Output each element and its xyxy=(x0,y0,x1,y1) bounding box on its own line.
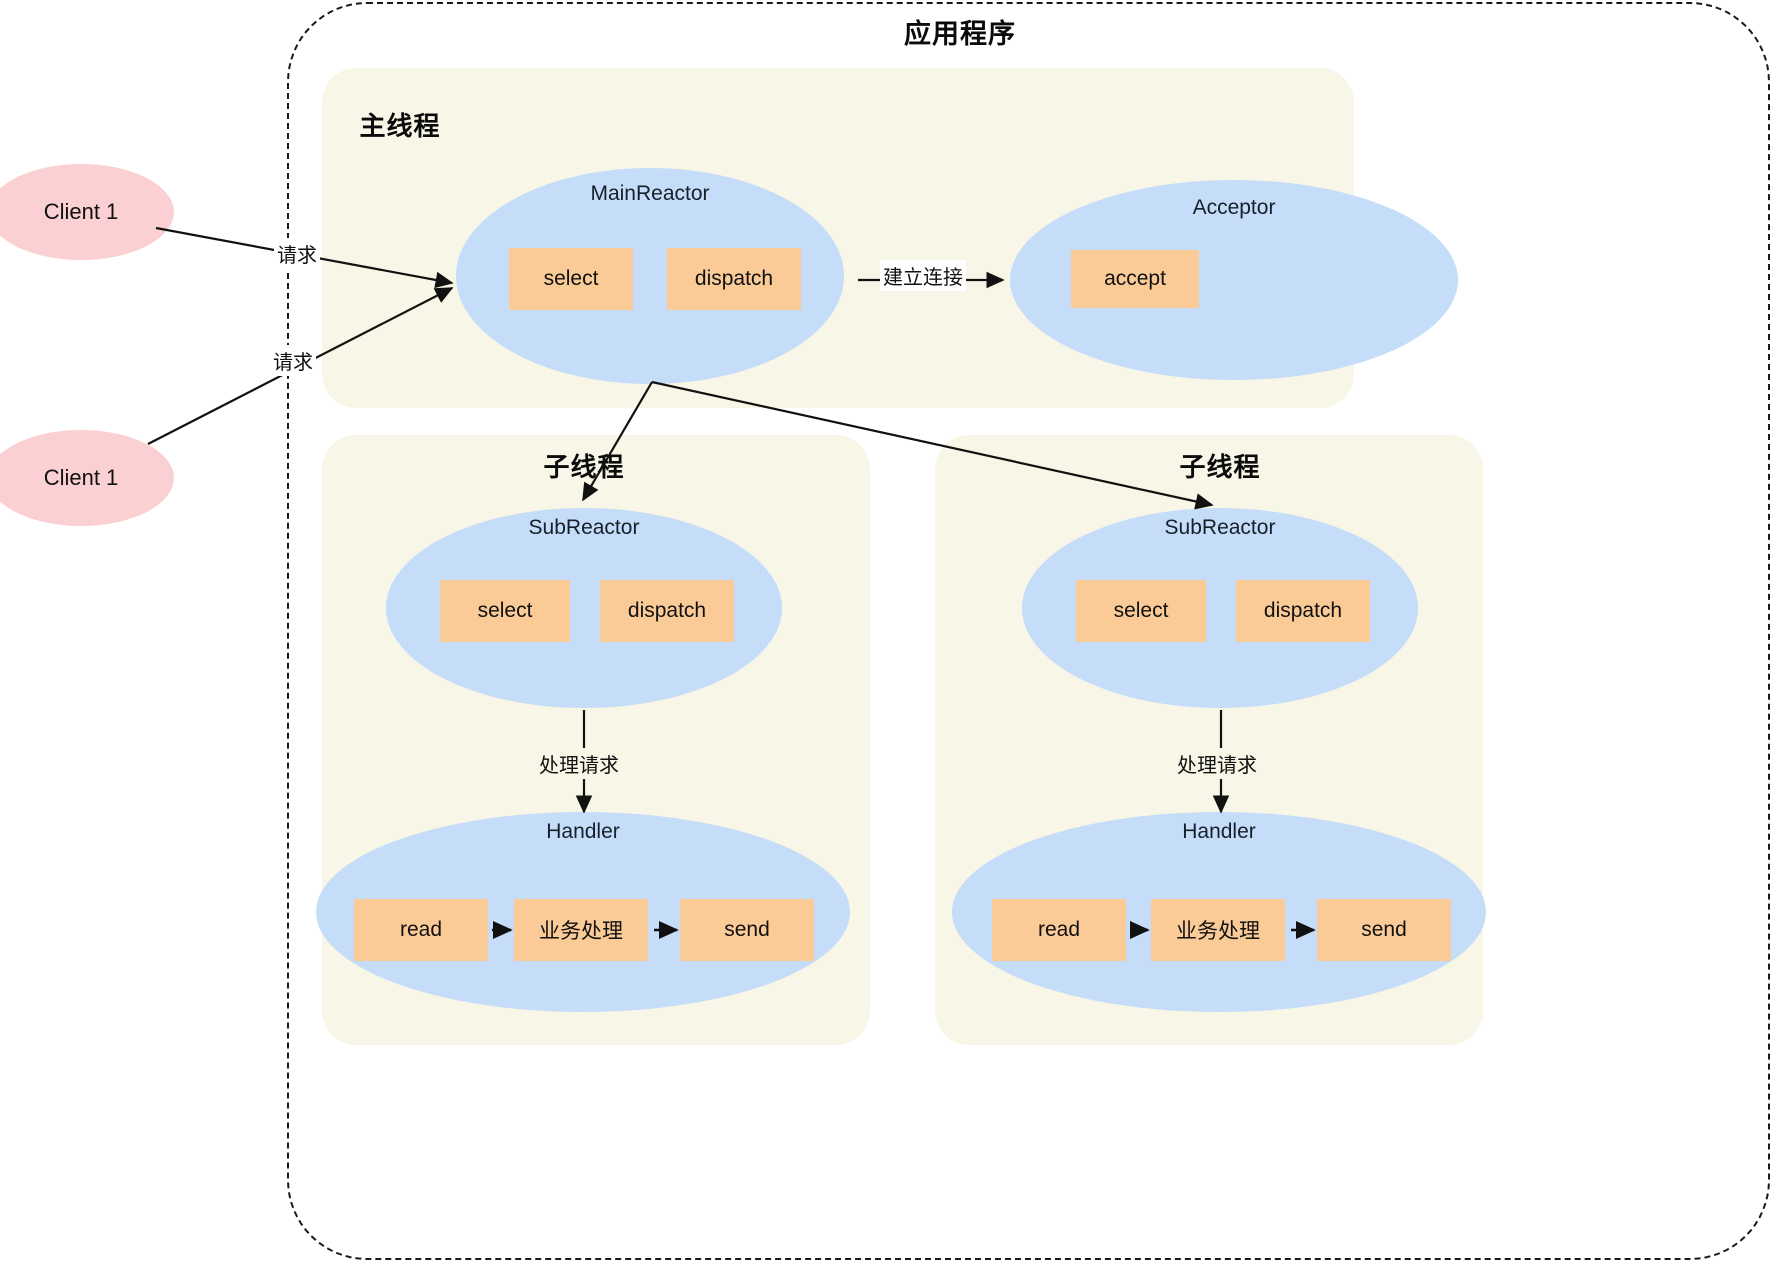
acceptor-label: Acceptor xyxy=(1192,196,1276,219)
handler-left-label: Handler xyxy=(546,820,620,843)
sub-reactor-right-select-box[interactable]: select xyxy=(1076,580,1206,642)
sub-reactor-right-label: SubReactor xyxy=(1164,516,1276,539)
handler-left-send-box[interactable]: send xyxy=(680,899,814,961)
handler-left-business-box[interactable]: 业务处理 xyxy=(514,899,648,961)
application-boundary xyxy=(287,2,1770,1260)
main-thread-title: 主线程 xyxy=(359,111,441,141)
acceptor-accept-box[interactable]: accept xyxy=(1071,250,1199,308)
sub-reactor-left-dispatch-box[interactable]: dispatch xyxy=(600,580,734,642)
client-node-2-label: Client 1 xyxy=(43,465,119,490)
client-node-1-label: Client 1 xyxy=(43,199,119,224)
main-reactor-label: MainReactor xyxy=(590,182,710,205)
sub-thread-right-title: 子线程 xyxy=(1179,452,1261,482)
handler-right-read-box[interactable]: read xyxy=(992,899,1126,961)
main-reactor-select-box[interactable]: select xyxy=(509,248,633,310)
handler-right-business-box[interactable]: 业务处理 xyxy=(1151,899,1285,961)
edge-label-handle-request-left: 处理请求 xyxy=(536,748,622,779)
sub-reactor-left-label: SubReactor xyxy=(528,516,640,539)
sub-reactor-right-dispatch-box[interactable]: dispatch xyxy=(1236,580,1370,642)
application-title: 应用程序 xyxy=(904,19,1016,49)
handler-left-read-box[interactable]: read xyxy=(354,899,488,961)
edge-label-handle-request-right: 处理请求 xyxy=(1174,748,1260,779)
edge-label-request-2: 请求 xyxy=(270,345,316,376)
handler-right-label: Handler xyxy=(1182,820,1256,843)
edge-label-establish-connection: 建立连接 xyxy=(880,260,966,291)
main-reactor-dispatch-box[interactable]: dispatch xyxy=(667,248,801,310)
client-node-1[interactable]: Client 1 xyxy=(0,164,174,260)
sub-thread-left-title: 子线程 xyxy=(543,452,625,482)
edge-label-request-1: 请求 xyxy=(274,238,320,269)
client-node-2[interactable]: Client 1 xyxy=(0,430,174,526)
sub-reactor-left-select-box[interactable]: select xyxy=(440,580,570,642)
handler-right-send-box[interactable]: send xyxy=(1317,899,1451,961)
